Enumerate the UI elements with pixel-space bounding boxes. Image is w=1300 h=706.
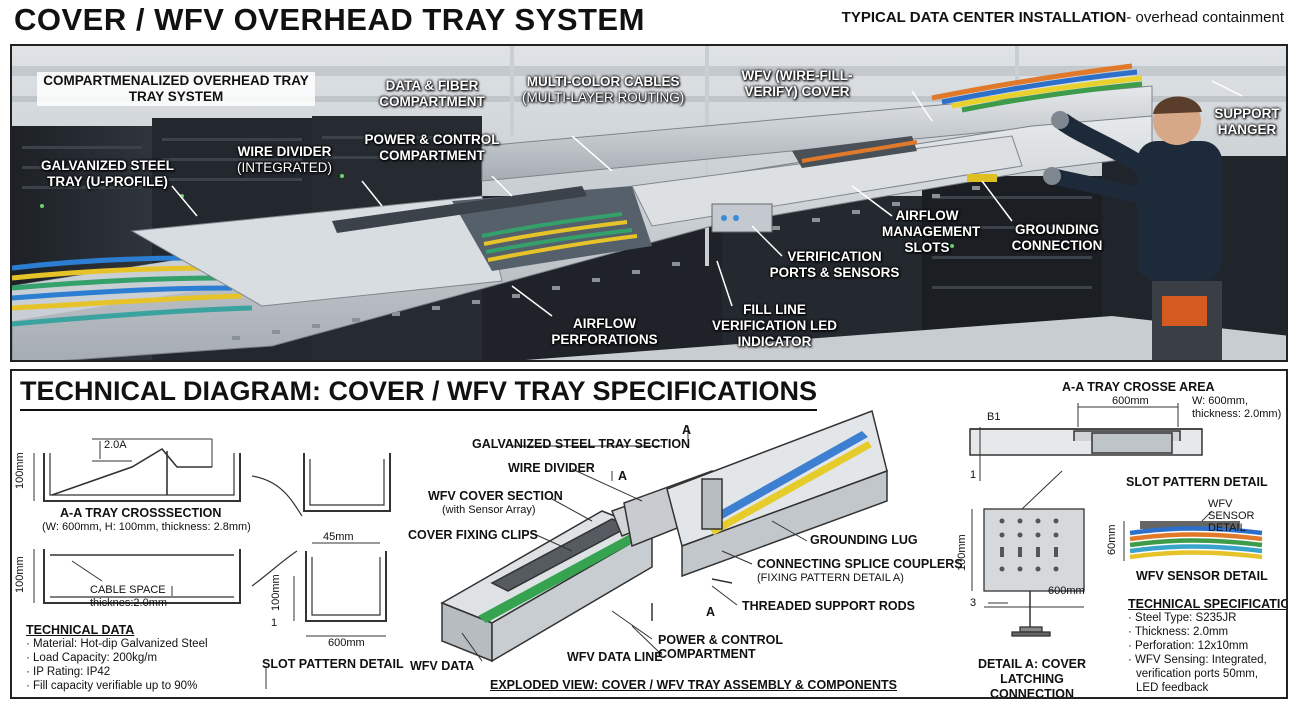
plate-dim-100: 100mm [956,534,968,571]
cable-space-label: CABLE SPACE [90,584,166,596]
detail-a-label: DETAIL A: COVER LATCHING CONNECTION [977,657,1087,699]
callout-wire-divider: WIRE DIVIDER(INTEGRATED) [237,144,332,176]
area-title: A-A TRAY CROSSE AREA [1062,380,1215,394]
label-wfv-data: WFV DATA [410,659,475,673]
callout-airflow-mgmt: AIRFLOW MANAGEMENT SLOTS [882,208,981,255]
sensor-detail-callout: WFV SENSOR DETAIL [1208,498,1255,534]
exploded-view [440,409,888,663]
dim-45: 45mm [323,531,354,543]
label-rods: THREADED SUPPORT RODS [742,599,915,613]
cables-top [931,63,1143,113]
subtitle-rest: - overhead containment [1126,9,1284,26]
cross-section-label: A-A TRAY CROSSSECTION [60,506,222,520]
callout-multi-color: MULTI-COLOR CABLES(MULTI-LAYER ROUTING) [522,74,684,106]
marker-a2: A [618,469,628,483]
technical-title: TECHNICAL DIAGRAM: COVER / WFV TRAY SPEC… [20,376,818,411]
label-splice-sub: (FIXING PATTERN DETAIL A) [757,572,904,584]
marker-a1: A [682,423,692,437]
dim-height-100: 100mm [14,452,26,489]
spec-item: · Steel Type: S235JR [1128,612,1237,624]
label-wfv-cover-sub: (with Sensor Array) [442,504,536,516]
technical-data-item: · Fill capacity verifiable up to 90% [26,680,198,692]
slot-pattern-small-label: SLOT PATTERN DETAIL [262,657,404,671]
label-power-control: POWER & CONTROL COMPARTMENT [658,633,783,661]
cross-section-outline [43,453,241,502]
callout-wfv-cover: WFV (WIRE-FILL-VERIFY) COVER [741,68,853,99]
cross-section-sub: (W: 600mm, H: 100mm, thickness: 2.8mm) [42,521,251,533]
sensor-detail-label: WFV SENSOR DETAIL [1136,569,1268,583]
dim-100: 100mm [270,574,282,611]
callout-grounding: GROUNDING CONNECTION [1011,222,1103,253]
spec-item: · Thickness: 2.0mm [1128,626,1229,638]
exploded-caption: EXPLODED VIEW: COVER / WFV TRAY ASSEMBLY… [490,678,898,692]
plate-dim-3: 3 [970,597,977,609]
label-wfv-data-line: WFV DATA LINE [567,650,663,664]
callout-support-hanger: SUPPORT HANGER [1214,106,1280,137]
callout-verification: VERIFICATION PORTS & SENSORS [769,249,900,280]
slot-pattern-label: SLOT PATTERN DETAIL [1126,475,1268,489]
callout-fill-line: FILL LINE VERIFICATION LED INDICATOR [712,302,838,349]
area-dim-t: thickness: 2.0mm) [1192,408,1282,420]
installation-photo: COMPARTMENALIZED OVERHEAD TRAY TRAY SYST… [10,44,1288,362]
label-galv-section: GALVANIZED STEEL TRAY SECTION [472,437,691,451]
slot-plate [971,508,1085,637]
u-channel-bottom [305,551,387,622]
cross-section-bottom [43,549,241,604]
area-dim-600: 600mm [1112,395,1149,407]
label-fixing-clips: COVER FIXING CLIPS [408,528,538,542]
photo-illustration [12,46,1286,360]
label-wfv-cover: WFV COVER SECTION [428,489,563,503]
dim-height2-100: 100mm [14,556,26,593]
technical-data: TECHNICAL DATA · Material: Hot-dip Galva… [26,623,208,693]
label-grounding-lug: GROUNDING LUG [810,533,918,547]
thickness-label: thicknes:2.0mm [90,597,168,609]
photo-leaders [171,80,1243,317]
dim-600: 600mm [328,637,365,649]
spec-item: verification ports 50mm, [1136,668,1259,680]
area-section [969,403,1203,510]
label-wire-divider: WIRE DIVIDER [508,461,595,475]
technical-data-item: · IP Rating: IP42 [26,666,111,678]
sensor-cables [1123,510,1263,561]
technical-data-heading: TECHNICAL DATA [26,623,135,637]
sensor-dim-60: 60mm [1106,524,1118,555]
page-subtitle: TYPICAL DATA CENTER INSTALLATION- overhe… [842,9,1284,26]
callout-data-fiber: DATA & FIBER COMPARTMENT [379,78,485,109]
wire-divider-label: WIRE DIVIDER [237,144,332,159]
wire-divider-sub: (INTEGRATED) [237,160,332,175]
callout-compartmentalized: COMPARTMENALIZED OVERHEAD TRAY TRAY SYST… [37,72,315,106]
area-b1: B1 [987,411,1001,423]
technical-data-item: · Load Capacity: 200kg/m [26,652,158,664]
callout-power-control: POWER & CONTROL COMPARTMENT [364,132,500,163]
area-dim-w: W: 600mm, [1192,395,1249,407]
technical-drawings [33,403,1263,689]
page-title: COVER / WFV OVERHEAD TRAY SYSTEM [14,2,645,37]
dim-2a: 2.0A [104,439,127,451]
spec-heading: TECHNICAL SPECIFICATIONS [1128,597,1286,611]
plate-dim-600: 600mm [1048,585,1085,597]
area-one: 1 [970,469,977,481]
technical-data-item: · Material: Hot-dip Galvanized Steel [26,638,208,650]
technician [1043,96,1222,360]
spec-item: · Perforation: 12x10mm [1128,640,1249,652]
u-channel-top [303,453,391,512]
technical-panel: TECHNICAL DIAGRAM: COVER / WFV TRAY SPEC… [10,369,1288,699]
label-splice: CONNECTING SPLICE COUPLERS [757,557,963,571]
spec-item: · WFV Sensing: Integrated, [1128,654,1267,666]
multi-color-label: MULTI-COLOR CABLES [526,74,680,89]
marker-a3: A [706,605,716,619]
multi-color-sub: (MULTI-LAYER ROUTING) [522,90,685,105]
callout-airflow-perf: AIRFLOW PERFORATIONS [551,316,658,347]
main-tray [12,115,1153,360]
technical-specifications: TECHNICAL SPECIFICATIONS · Steel Type: S… [1128,597,1286,695]
callout-galvanized: GALVANIZED STEEL TRAY (U-PROFILE) [40,158,174,189]
subtitle-bold: TYPICAL DATA CENTER INSTALLATION [841,9,1127,26]
spec-item: LED feedback [1136,682,1209,694]
dim-1: 1 [271,617,278,629]
